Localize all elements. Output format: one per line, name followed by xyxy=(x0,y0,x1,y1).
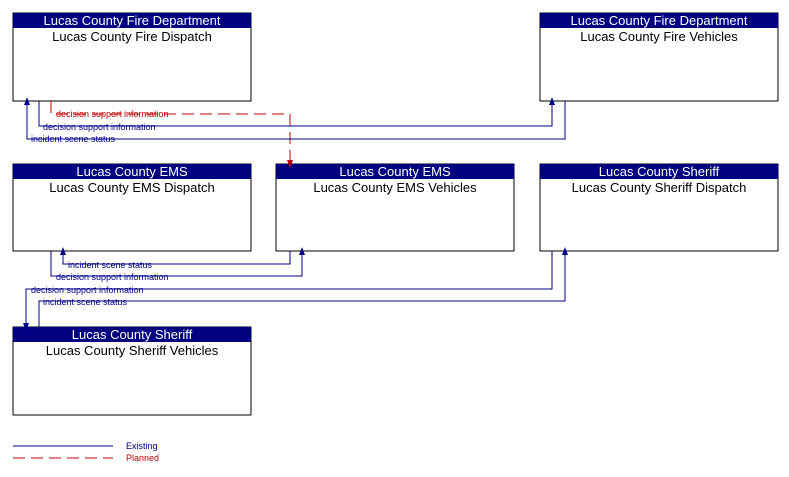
node-owner: Lucas County Fire Department xyxy=(570,13,747,28)
flow-sheriff-dispatch-to-sheriff-vehicles[interactable]: decision support information xyxy=(23,251,553,331)
flow-label: decision support information xyxy=(43,122,156,132)
flow-fire-dispatch-to-ems-vehicles[interactable]: decision support information xyxy=(50,101,293,168)
flow-fire-dispatch-to-fire-vehicles[interactable]: decision support information xyxy=(38,97,555,132)
node-owner: Lucas County EMS xyxy=(339,164,451,179)
flow-label: incident scene status xyxy=(68,260,153,270)
flow-ems-dispatch-to-ems-vehicles[interactable]: decision support information xyxy=(50,247,305,282)
node-fire-dispatch[interactable]: Lucas County Fire Department Lucas Count… xyxy=(12,12,252,102)
flow-label: incident scene status xyxy=(43,297,128,307)
node-header xyxy=(13,164,251,179)
node-header xyxy=(13,13,251,28)
legend-existing-label: Existing xyxy=(126,441,158,451)
node-header xyxy=(540,13,778,28)
flow-line xyxy=(38,247,568,327)
flow-line xyxy=(24,97,566,140)
node-owner: Lucas County EMS xyxy=(76,164,188,179)
node-owner: Lucas County Sheriff xyxy=(72,327,193,342)
node-sheriff-dispatch[interactable]: Lucas County Sheriff Lucas County Sherif… xyxy=(539,163,779,252)
flow-line xyxy=(38,97,555,127)
flow-line xyxy=(23,251,553,331)
flow-line xyxy=(60,247,291,265)
node-ems-vehicles[interactable]: Lucas County EMS Lucas County EMS Vehicl… xyxy=(275,163,515,252)
node-name: Lucas County EMS Dispatch xyxy=(49,180,214,195)
flow-label: decision support information xyxy=(56,109,169,119)
flow-sheriff-vehicles-to-sheriff-dispatch[interactable]: incident scene status xyxy=(38,247,568,327)
node-name: Lucas County EMS Vehicles xyxy=(313,180,477,195)
legend: Existing Planned xyxy=(13,441,159,463)
node-name: Lucas County Sheriff Vehicles xyxy=(46,343,219,358)
node-name: Lucas County Fire Vehicles xyxy=(580,29,738,44)
flow-line xyxy=(50,247,305,277)
legend-planned-label: Planned xyxy=(126,453,159,463)
flow-label: decision support information xyxy=(31,285,144,295)
node-sheriff-vehicles[interactable]: Lucas County Sheriff Lucas County Sherif… xyxy=(12,326,252,416)
node-name: Lucas County Sheriff Dispatch xyxy=(572,180,747,195)
flow-ems-vehicles-to-ems-dispatch[interactable]: incident scene status xyxy=(60,247,291,270)
node-owner: Lucas County Sheriff xyxy=(599,164,720,179)
node-header xyxy=(540,164,778,179)
node-owner: Lucas County Fire Department xyxy=(43,13,220,28)
flow-label: decision support information xyxy=(56,272,169,282)
flow-label: incident scene status xyxy=(31,134,116,144)
flow-fire-vehicles-to-fire-dispatch[interactable]: incident scene status xyxy=(24,97,566,144)
node-header xyxy=(13,327,251,342)
node-name: Lucas County Fire Dispatch xyxy=(52,29,212,44)
node-ems-dispatch[interactable]: Lucas County EMS Lucas County EMS Dispat… xyxy=(12,163,252,252)
node-header xyxy=(276,164,514,179)
node-fire-vehicles[interactable]: Lucas County Fire Department Lucas Count… xyxy=(539,12,779,102)
